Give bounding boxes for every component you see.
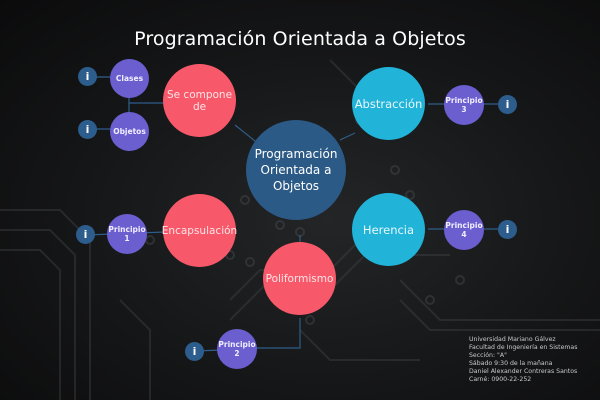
footer-carne: Carné: 0900-22-252: [469, 375, 532, 383]
footer-schedule: Sábado 9:30 de la mañana: [469, 359, 553, 367]
node-encapsulacion[interactable]: Encapsulación: [161, 194, 238, 267]
node-objetos-label: Objetos: [113, 127, 146, 136]
node-principio-3[interactable]: Principio 3: [444, 85, 484, 125]
node-principio-1[interactable]: Principio 1: [107, 214, 147, 254]
node-principio-3-label: Principio 3: [445, 96, 483, 114]
node-poliformismo-label: Poliformismo: [265, 272, 334, 285]
info-icon: i: [85, 70, 90, 83]
node-objetos[interactable]: Objetos: [110, 112, 149, 151]
info-icon: i: [505, 223, 510, 236]
node-principio-2[interactable]: Principio 2: [217, 329, 257, 369]
page-title: Programación Orientada a Objetos: [134, 28, 466, 50]
node-abstraccion-label: Abstracción: [354, 96, 423, 111]
node-herencia-label: Herencia: [362, 222, 415, 237]
info-icon-principio-4[interactable]: i: [498, 220, 517, 239]
footer-university: Universidad Mariano Gálvez: [469, 336, 556, 343]
author-info: Universidad Mariano Gálvez Facultad de I…: [469, 336, 577, 383]
center-line-3: Objetos: [272, 179, 320, 193]
node-clases-label: Clases: [115, 74, 144, 83]
footer-faculty: Facultad de Ingeniería en Sistemas: [469, 343, 578, 351]
info-icon-principio-2[interactable]: i: [185, 342, 204, 361]
node-principio-1-label: Principio 1: [108, 225, 146, 243]
info-icon: i: [505, 98, 510, 111]
info-icon-clases[interactable]: i: [78, 67, 97, 86]
footer-section: Sección: "A": [469, 351, 507, 359]
node-principio-4[interactable]: Principio 4: [444, 210, 484, 250]
node-abstraccion[interactable]: Abstracción: [352, 67, 425, 140]
footer-author: Daniel Alexander Contreras Santos: [469, 367, 578, 375]
center-node-poo[interactable]: Programación Orientada a Objetos: [246, 120, 346, 220]
center-line-2: Orientada a: [260, 163, 332, 177]
node-principio-2-label: Principio 2: [218, 340, 256, 358]
info-icon-principio-3[interactable]: i: [498, 95, 517, 114]
info-icon: i: [85, 123, 90, 136]
info-icon-objetos[interactable]: i: [78, 120, 97, 139]
node-se-compone-de-label: Se compone de: [166, 88, 233, 113]
info-icon: i: [192, 345, 197, 358]
info-icon: i: [83, 228, 88, 241]
center-line-1: Programación: [254, 147, 338, 161]
node-herencia[interactable]: Herencia: [352, 193, 425, 266]
node-se-compone-de[interactable]: Se compone de: [163, 64, 236, 137]
node-clases[interactable]: Clases: [110, 59, 149, 98]
info-icon-principio-1[interactable]: i: [76, 225, 95, 244]
node-encapsulacion-label: Encapsulación: [161, 224, 238, 237]
node-poliformismo[interactable]: Poliformismo: [263, 242, 336, 315]
node-principio-4-label: Principio 4: [445, 221, 483, 239]
